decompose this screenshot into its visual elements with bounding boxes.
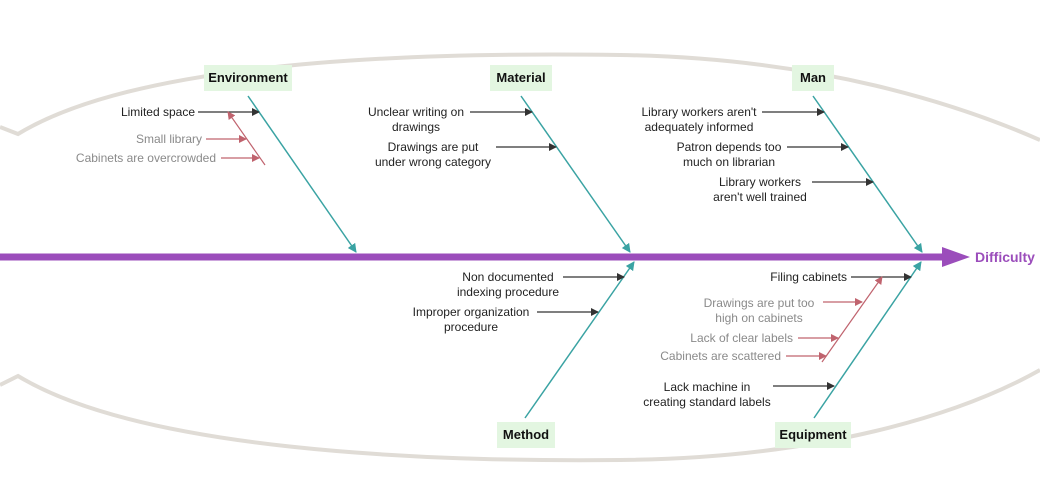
svg-text:Non documented: Non documented bbox=[462, 270, 553, 284]
sub-bone-equipment bbox=[821, 276, 883, 363]
svg-text:Drawings are put: Drawings are put bbox=[388, 140, 479, 154]
cause-patron-depends: Patron depends too much on librarian bbox=[677, 140, 849, 169]
svg-text:Library workers: Library workers bbox=[719, 175, 801, 189]
bone-method bbox=[524, 261, 635, 419]
svg-text:Improper organization: Improper organization bbox=[413, 305, 530, 319]
cause-non-documented: Non documented indexing procedure bbox=[457, 270, 625, 299]
cause-lack-labels: Lack of clear labels bbox=[690, 331, 839, 345]
fish-outline-top bbox=[0, 52, 1040, 142]
cause-not-informed: Library workers aren't adequately inform… bbox=[642, 105, 825, 134]
cause-scattered: Cabinets are scattered bbox=[660, 349, 827, 363]
spine-arrowhead bbox=[942, 247, 970, 267]
svg-text:drawings: drawings bbox=[392, 120, 440, 134]
svg-text:aren't well trained: aren't well trained bbox=[713, 190, 807, 204]
bone-man bbox=[812, 95, 923, 253]
cause-not-trained: Library workers aren't well trained bbox=[713, 175, 874, 204]
svg-text:Man: Man bbox=[800, 70, 826, 85]
svg-text:adequately informed: adequately informed bbox=[645, 120, 754, 134]
category-method: Method bbox=[497, 422, 555, 448]
svg-text:Drawings are put too: Drawings are put too bbox=[704, 296, 815, 310]
svg-text:Environment: Environment bbox=[208, 70, 288, 85]
category-equipment: Equipment bbox=[775, 422, 851, 448]
category-material: Material bbox=[490, 65, 552, 91]
svg-text:Patron depends too: Patron depends too bbox=[677, 140, 782, 154]
cause-limited-space: Limited space bbox=[121, 105, 260, 119]
fish-outline-bottom bbox=[0, 368, 1040, 463]
svg-text:much on librarian: much on librarian bbox=[683, 155, 775, 169]
svg-text:high on cabinets: high on cabinets bbox=[715, 311, 802, 325]
svg-text:Cabinets are overcrowded: Cabinets are overcrowded bbox=[76, 151, 216, 165]
svg-text:Filing cabinets: Filing cabinets bbox=[770, 270, 847, 284]
svg-text:procedure: procedure bbox=[444, 320, 498, 334]
category-man: Man bbox=[792, 65, 834, 91]
effect-label: Difficulty bbox=[975, 249, 1035, 265]
svg-text:Lack machine in: Lack machine in bbox=[664, 380, 751, 394]
svg-text:Equipment: Equipment bbox=[779, 427, 847, 442]
svg-text:Method: Method bbox=[503, 427, 549, 442]
cause-lack-machine: Lack machine in creating standard labels bbox=[643, 380, 835, 409]
svg-text:Limited space: Limited space bbox=[121, 105, 195, 119]
cause-wrong-category: Drawings are put under wrong category bbox=[375, 140, 557, 169]
bone-equipment bbox=[813, 261, 922, 419]
bone-environment bbox=[247, 95, 357, 253]
svg-text:Library workers aren't: Library workers aren't bbox=[642, 105, 758, 119]
category-environment: Environment bbox=[204, 65, 292, 91]
svg-text:Cabinets are scattered: Cabinets are scattered bbox=[660, 349, 781, 363]
svg-text:Material: Material bbox=[496, 70, 545, 85]
svg-text:indexing procedure: indexing procedure bbox=[457, 285, 559, 299]
cause-unclear-writing: Unclear writing on drawings bbox=[368, 105, 533, 134]
svg-text:Lack of clear labels: Lack of clear labels bbox=[690, 331, 793, 345]
cause-too-high: Drawings are put too high on cabinets bbox=[704, 296, 863, 325]
svg-text:Unclear writing on: Unclear writing on bbox=[368, 105, 464, 119]
cause-improper-org: Improper organization procedure bbox=[413, 305, 599, 334]
cause-filing-cabinets: Filing cabinets bbox=[770, 270, 912, 284]
cause-cabinets-overcrowded: Cabinets are overcrowded bbox=[76, 151, 260, 165]
bone-material bbox=[520, 95, 631, 253]
svg-text:Small library: Small library bbox=[136, 132, 202, 146]
svg-text:creating standard labels: creating standard labels bbox=[643, 395, 770, 409]
svg-text:under wrong category: under wrong category bbox=[375, 155, 491, 169]
cause-small-library: Small library bbox=[136, 132, 247, 146]
